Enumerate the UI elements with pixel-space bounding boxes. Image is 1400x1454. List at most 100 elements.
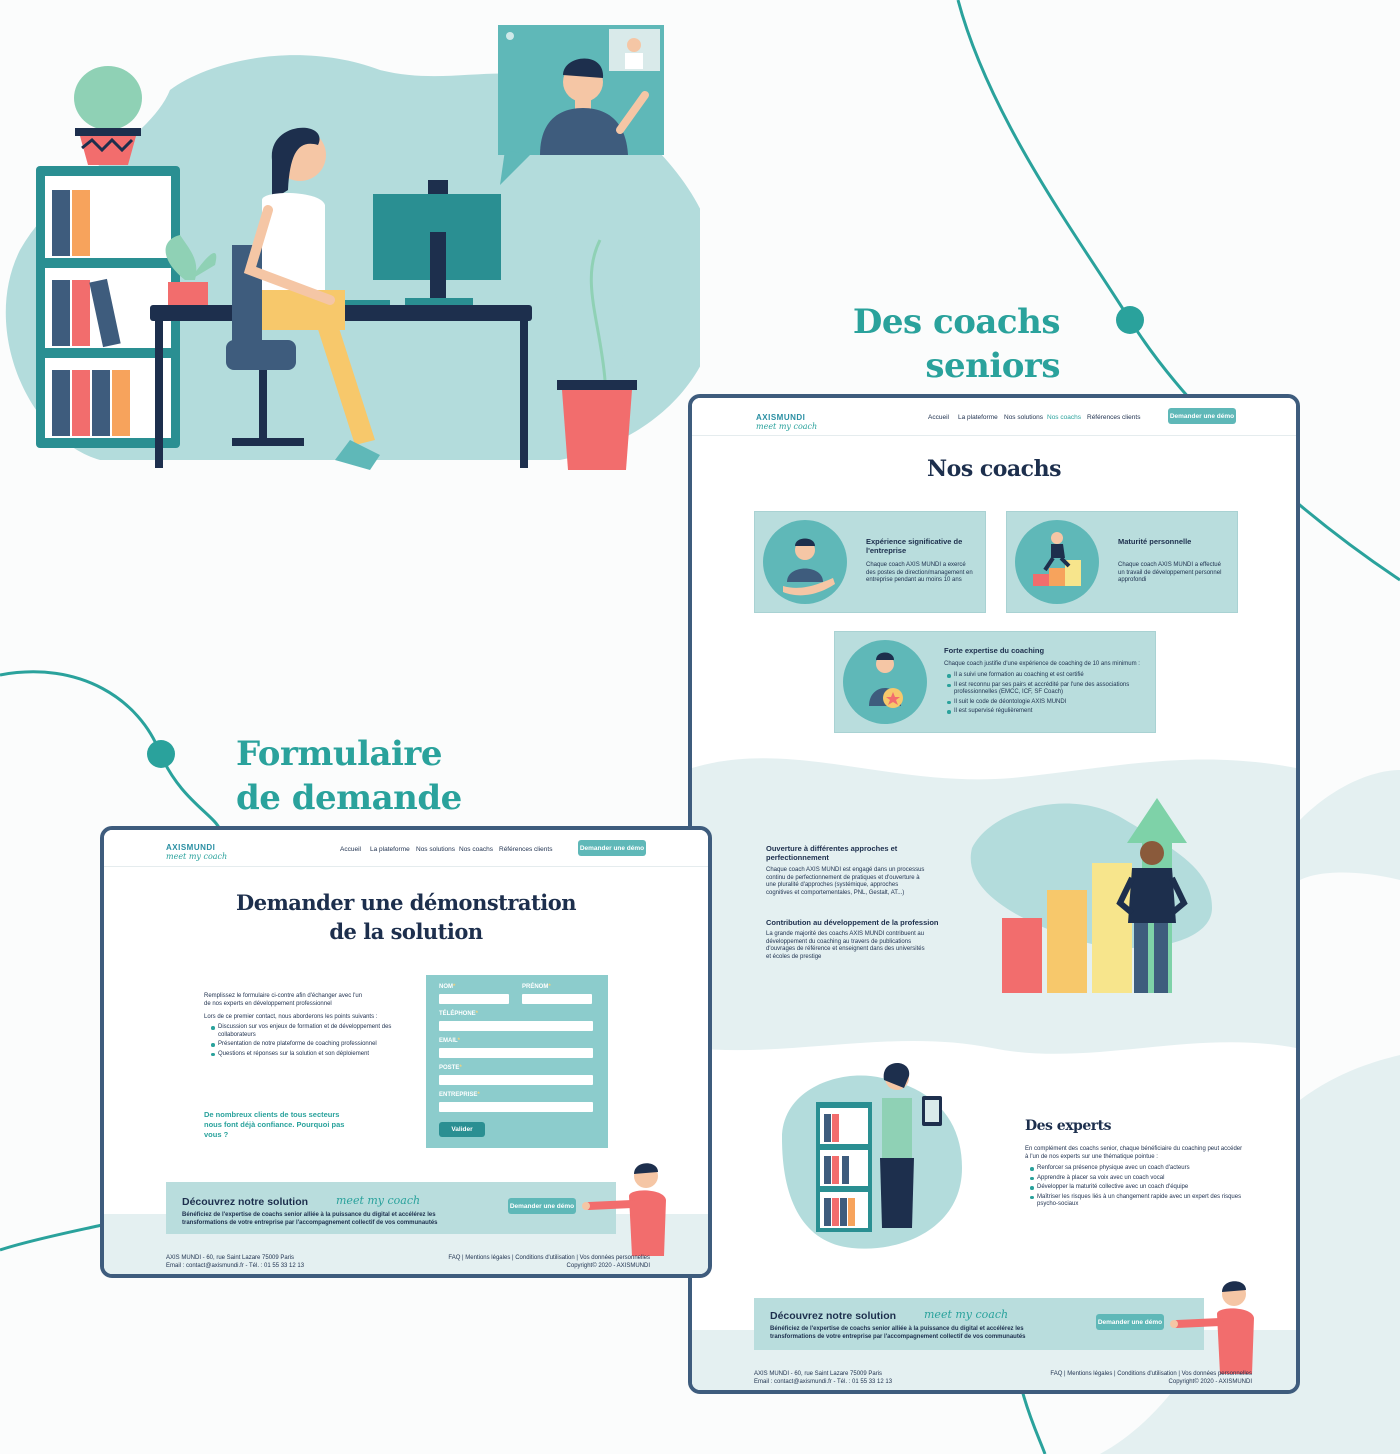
list-item: Questions et réponses sur la solution et… (211, 1051, 398, 1059)
entreprise-label: ENTREPRISE* (439, 1092, 480, 1098)
list-item: Maîtriser les risques liés à un changeme… (1030, 1194, 1247, 1209)
prenom-input[interactable] (522, 994, 592, 1004)
coachs-page-title: Nos coachs (927, 456, 1061, 482)
submit-button[interactable]: Valider (439, 1122, 485, 1137)
nav-plateforme[interactable]: La plateforme (370, 846, 410, 853)
coachs-page-mockup: AXISMUNDI meet my coach Accueil La plate… (688, 394, 1300, 1394)
banner-text: Bénéficiez de l'expertise de coachs seni… (182, 1212, 438, 1226)
prenom-label: PRÉNOM* (522, 984, 551, 990)
footer-copyright: Copyright© 2020 - AXISMUNDI (1168, 1379, 1252, 1385)
coachs-heading-line1: Des coachs (852, 302, 1061, 342)
solution-banner: Découvrez notre solution meet my coach B… (754, 1298, 1204, 1350)
logo[interactable]: AXISMUNDI (756, 413, 806, 422)
telephone-label: TÉLÉPHONE* (439, 1011, 479, 1017)
presenter-illustration (582, 1163, 666, 1256)
office-illustration (5, 25, 700, 470)
card-maturite-text: Chaque coach AXIS MUNDI a effectué un tr… (1118, 562, 1222, 583)
card-expertise-title: Forte expertise du coaching (944, 646, 1045, 655)
form-intro: Remplissez le formulaire ci-contre afin … (204, 993, 363, 1007)
form-page-mockup: AXISMUNDI meet my coach Accueil La plate… (100, 826, 712, 1278)
businessman-icon (763, 520, 847, 604)
experts-text: En complément des coachs senior, chaque … (1025, 1146, 1243, 1160)
certified-coach-icon (843, 640, 927, 724)
card-experience: Expérience significative de l'entreprise… (754, 511, 986, 613)
coachs-heading-line2: seniors (925, 346, 1060, 386)
logo[interactable]: AXISMUNDI (166, 843, 216, 852)
nom-input[interactable] (439, 994, 509, 1004)
form-title-line2: de la solution (329, 919, 483, 944)
footer-address: AXIS MUNDI - 60, rue Saint Lazare 75009 … (754, 1371, 883, 1377)
card-maturite: Maturité personnelle Chaque coach AXIS M… (1006, 511, 1238, 613)
email-input[interactable] (439, 1048, 593, 1058)
demo-button[interactable]: Demander une démo (578, 840, 646, 856)
experts-title: Des experts (1025, 1118, 1111, 1134)
card-experience-title: Expérience significative de l'entreprise (866, 537, 963, 555)
list-item: Développer la maturité collective avec u… (1030, 1184, 1247, 1192)
formulaire-heading-line2: de demande (236, 778, 462, 818)
poste-input[interactable] (439, 1075, 593, 1085)
solution-banner: Découvrez notre solution meet my coach B… (166, 1182, 616, 1234)
form-points-list: Discussion sur vos enjeux de formation e… (210, 1024, 398, 1060)
coachs-nav: AXISMUNDI meet my coach Accueil La plate… (692, 398, 1296, 436)
nav-references[interactable]: Références clients (1087, 414, 1141, 421)
banner-text: Bénéficiez de l'expertise de coachs seni… (770, 1326, 1026, 1340)
card-expertise-list: Il a suivi une formation au coaching et … (946, 672, 1154, 718)
list-item: Il a suivi une formation au coaching et … (947, 672, 1154, 680)
form-title-line1: Demander une démonstration (236, 890, 576, 915)
list-item: Apprendre à placer sa voix avec un coach… (1030, 1175, 1247, 1183)
nav-plateforme[interactable]: La plateforme (958, 414, 998, 421)
banner-demo-button[interactable]: Demander une démo (1096, 1314, 1164, 1330)
form-points-intro: Lors de ce premier contact, nous aborder… (204, 1014, 378, 1020)
card-expertise-text: Chaque coach justifie d'une expérience d… (944, 661, 1140, 667)
presenter-illustration (1170, 1281, 1254, 1374)
form-page-title: Demander une démonstration de la solutio… (104, 888, 708, 946)
formulaire-heading: Formulaire de demande (236, 732, 496, 820)
logo-tagline: meet my coach (756, 422, 818, 431)
card-expertise: Forte expertise du coaching Chaque coach… (834, 631, 1156, 733)
stairs-climber-icon (1015, 520, 1099, 604)
card-experience-text: Chaque coach AXIS MUNDI a exercé des pos… (866, 562, 973, 583)
list-item: Présentation de notre plateforme de coac… (211, 1041, 398, 1049)
logo-tagline: meet my coach (166, 852, 228, 861)
approach-title: Ouverture à différentes approches et per… (766, 844, 898, 862)
form-nav: AXISMUNDI meet my coach Accueil La plate… (104, 830, 708, 867)
nom-label: NOM* (439, 984, 456, 990)
footer-copyright: Copyright© 2020 - AXISMUNDI (566, 1263, 650, 1269)
experts-illustration (782, 1062, 962, 1249)
list-item: Discussion sur vos enjeux de formation e… (211, 1024, 398, 1039)
nav-coachs[interactable]: Nos coachs (459, 846, 493, 853)
banner-title: Découvrez notre solution (770, 1310, 897, 1322)
footer-contact: Email : contact@axismundi.fr - Tél. : 01… (754, 1379, 893, 1385)
demo-button[interactable]: Demander une démo (1168, 408, 1236, 424)
poste-label: POSTE* (439, 1065, 462, 1071)
telephone-input[interactable] (439, 1021, 593, 1031)
coachs-heading: Des coachs seniors (850, 300, 1061, 388)
footer-links[interactable]: FAQ | Mentions légales | Conditions d'ut… (448, 1255, 650, 1261)
email-label: EMAIL* (439, 1038, 461, 1044)
contribution-title: Contribution au développement de la prof… (766, 918, 939, 927)
list-item: Il suit le code de déontologie AXIS MUND… (947, 699, 1154, 707)
card-maturite-title: Maturité personnelle (1118, 537, 1192, 546)
formulaire-heading-line1: Formulaire (236, 734, 442, 774)
nav-solutions[interactable]: Nos solutions (1004, 414, 1044, 421)
contribution-text: La grande majorité des coachs AXIS MUNDI… (766, 931, 925, 960)
footer-links[interactable]: FAQ | Mentions légales | Conditions d'ut… (1050, 1371, 1252, 1377)
footer-contact: Email : contact@axismundi.fr - Tél. : 01… (166, 1263, 305, 1269)
nav-accueil[interactable]: Accueil (928, 414, 949, 421)
entreprise-input[interactable] (439, 1102, 593, 1112)
footer-address: AXIS MUNDI - 60, rue Saint Lazare 75009 … (166, 1255, 295, 1261)
nav-coachs[interactable]: Nos coachs (1047, 414, 1081, 421)
approach-text: Chaque coach AXIS MUNDI est engagé dans … (766, 867, 925, 896)
nav-solutions[interactable]: Nos solutions (416, 846, 456, 853)
banner-title: Découvrez notre solution (182, 1196, 309, 1208)
list-item: Il est reconnu par ses pairs et accrédit… (947, 682, 1154, 697)
clients-tagline: De nombreux clients de tous secteurs nou… (204, 1110, 345, 1139)
banner-demo-button[interactable]: Demander une démo (508, 1198, 576, 1214)
banner-brand: meet my coach (924, 1308, 1009, 1321)
demo-request-form: NOM* PRÉNOM* TÉLÉPHONE* EMAIL* POSTE* EN… (426, 975, 608, 1148)
list-item: Il est supervisé régulièrement (947, 708, 1154, 716)
nav-accueil[interactable]: Accueil (340, 846, 361, 853)
experts-list: Renforcer sa présence physique avec un c… (1029, 1165, 1247, 1211)
banner-brand: meet my coach (336, 1194, 421, 1207)
nav-references[interactable]: Références clients (499, 846, 553, 853)
